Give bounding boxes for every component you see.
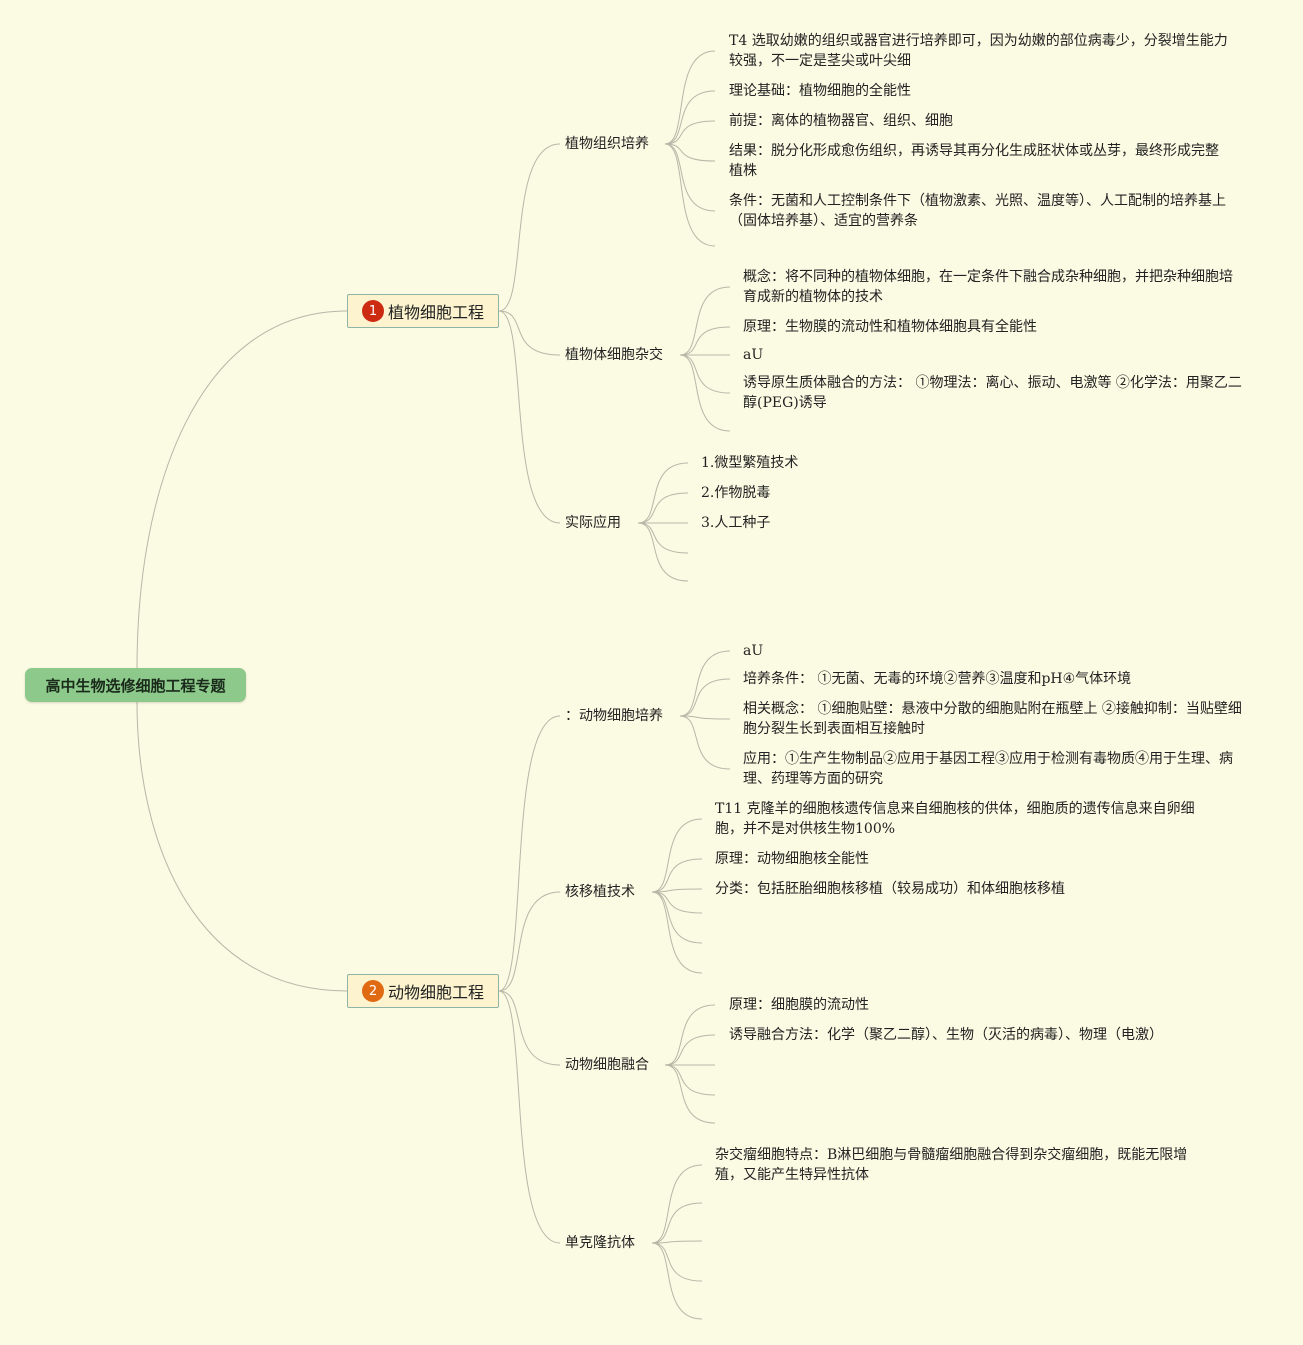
connector-line (679, 286, 731, 356)
leaf-note[interactable]: 2.作物脱毒 (701, 485, 771, 501)
subtopic-animal-cell-fusion[interactable]: 动物细胞融合 (565, 1057, 649, 1073)
connector-line (651, 858, 703, 893)
number-one-icon: 1 (361, 300, 384, 322)
connector-line (136, 701, 348, 992)
subtopic-animal-cell-culture[interactable]: ：动物细胞培养 (565, 708, 663, 724)
leaf-note[interactable]: 应用：①生产生物制品②应用于基因工程③应用于检测有毒物质④用于生理、病理、药理等… (743, 751, 1233, 787)
leaf-note[interactable]: T11 克隆羊的细胞核遗传信息来自细胞核的供体，细胞质的遗传信息来自卵细胞，并不… (715, 801, 1195, 837)
connector-line (498, 143, 561, 312)
leaf-note[interactable]: 原理：生物膜的流动性和植物体细胞具有全能性 (743, 319, 1037, 335)
connector-line (651, 891, 703, 944)
leaf-note[interactable]: 诱导融合方法：化学（聚乙二醇）、生物（灭活的病毒）、物理（电激） (729, 1027, 1163, 1043)
connector-line (651, 888, 703, 893)
leaf-note[interactable]: 1.微型繁殖技术 (701, 455, 799, 471)
connector-line (498, 891, 561, 992)
connector-line (651, 1242, 703, 1282)
connector-line (664, 143, 716, 162)
branch-animal-cell-engineering[interactable]: 2 动物细胞工程 (347, 974, 499, 1008)
connector-line (498, 310, 561, 524)
connector-line (679, 715, 731, 770)
connector-line (651, 891, 703, 974)
connector-line (651, 818, 703, 893)
leaf-note[interactable]: 相关概念： ①细胞贴壁：悬液中分散的细胞贴附在瓶壁上 ②接触抑制：当贴壁细胞分裂… (743, 701, 1242, 737)
connector-line (664, 120, 716, 145)
leaf-note[interactable]: 分类：包括胚胎细胞核移植（较易成功）和体细胞核移植 (715, 881, 1065, 897)
subtopic-practical-application[interactable]: 实际应用 (565, 515, 621, 531)
connector-line (679, 678, 731, 717)
connector-line (679, 715, 731, 720)
connector-line (664, 1064, 716, 1096)
leaf-note[interactable]: 培养条件： ①无菌、无毒的环境②营养③温度和pH④气体环境 (743, 671, 1132, 687)
connector-line (498, 990, 561, 1244)
connector-line (664, 143, 716, 212)
connector-line (679, 650, 731, 717)
subtopic-nuclear-transfer[interactable]: 核移植技术 (565, 884, 635, 900)
branch-label: 植物细胞工程 (387, 303, 484, 322)
subtopic-plant-tissue-culture[interactable]: 植物组织培养 (565, 136, 649, 152)
leaf-note[interactable]: 结果：脱分化形成愈伤组织，再诱导其再分化生成胚状体或丛芽，最终形成完整植株 (729, 143, 1219, 179)
leaf-note[interactable]: 概念：将不同种的植物体细胞，在一定条件下融合成杂种细胞，并把杂种细胞培育成新的植… (743, 269, 1233, 305)
leaf-note[interactable]: 3.人工种子 (701, 515, 771, 531)
connector-line (637, 492, 689, 524)
branch-label: 动物细胞工程 (387, 983, 484, 1002)
connector-line (664, 1004, 716, 1066)
leaf-note[interactable]: aU (743, 347, 764, 363)
root-topic[interactable]: 高中生物选修细胞工程专题 (25, 668, 246, 702)
connector-line (664, 1064, 716, 1124)
connector-line (679, 326, 731, 356)
leaf-note[interactable]: 杂交瘤细胞特点：B淋巴细胞与骨髓瘤细胞融合得到杂交瘤细胞，既能无限增殖，又能产生… (715, 1147, 1188, 1183)
leaf-note[interactable]: 原理：细胞膜的流动性 (729, 997, 869, 1013)
leaf-note[interactable]: T4 选取幼嫩的组织或器官进行培养即可，因为幼嫩的部位病毒少，分裂增生能力较强，… (729, 33, 1228, 69)
connector-line (651, 1202, 703, 1244)
connector-line (651, 1242, 703, 1320)
connector-line (637, 522, 689, 554)
leaf-note[interactable]: 条件：无菌和人工控制条件下（植物激素、光照、温度等）、人工配制的培养基上（固体培… (729, 193, 1226, 229)
leaf-note[interactable]: 理论基础：植物细胞的全能性 (729, 83, 911, 99)
leaf-note[interactable]: 前提：离体的植物器官、组织、细胞 (729, 113, 953, 129)
connector-line (664, 90, 716, 145)
branch-plant-cell-engineering[interactable]: 1 植物细胞工程 (347, 294, 499, 328)
leaf-note[interactable]: 诱导原生质体融合的方法： ①物理法：离心、振动、电激等 ②化学法：用聚乙二醇(P… (743, 375, 1242, 411)
connector-line (651, 891, 703, 914)
connector-line (679, 354, 731, 432)
number-two-icon: 2 (361, 980, 384, 1002)
connector-line (664, 50, 716, 145)
connector-line (498, 715, 561, 992)
connector-line (664, 143, 716, 247)
leaf-note[interactable]: 原理：动物细胞核全能性 (715, 851, 869, 867)
connector-line (498, 990, 561, 1066)
connector-line (679, 354, 731, 394)
connector-line (651, 1164, 703, 1244)
subtopic-plant-somatic-hybridization[interactable]: 植物体细胞杂交 (565, 347, 663, 363)
leaf-note[interactable]: aU (743, 643, 764, 659)
connector-line (651, 1240, 703, 1244)
connector-line (637, 462, 689, 524)
connector-line (498, 310, 561, 356)
connector-line (664, 1034, 716, 1066)
connector-line (136, 310, 348, 669)
connector-line (637, 522, 689, 582)
subtopic-monoclonal-antibody[interactable]: 单克隆抗体 (565, 1235, 635, 1251)
